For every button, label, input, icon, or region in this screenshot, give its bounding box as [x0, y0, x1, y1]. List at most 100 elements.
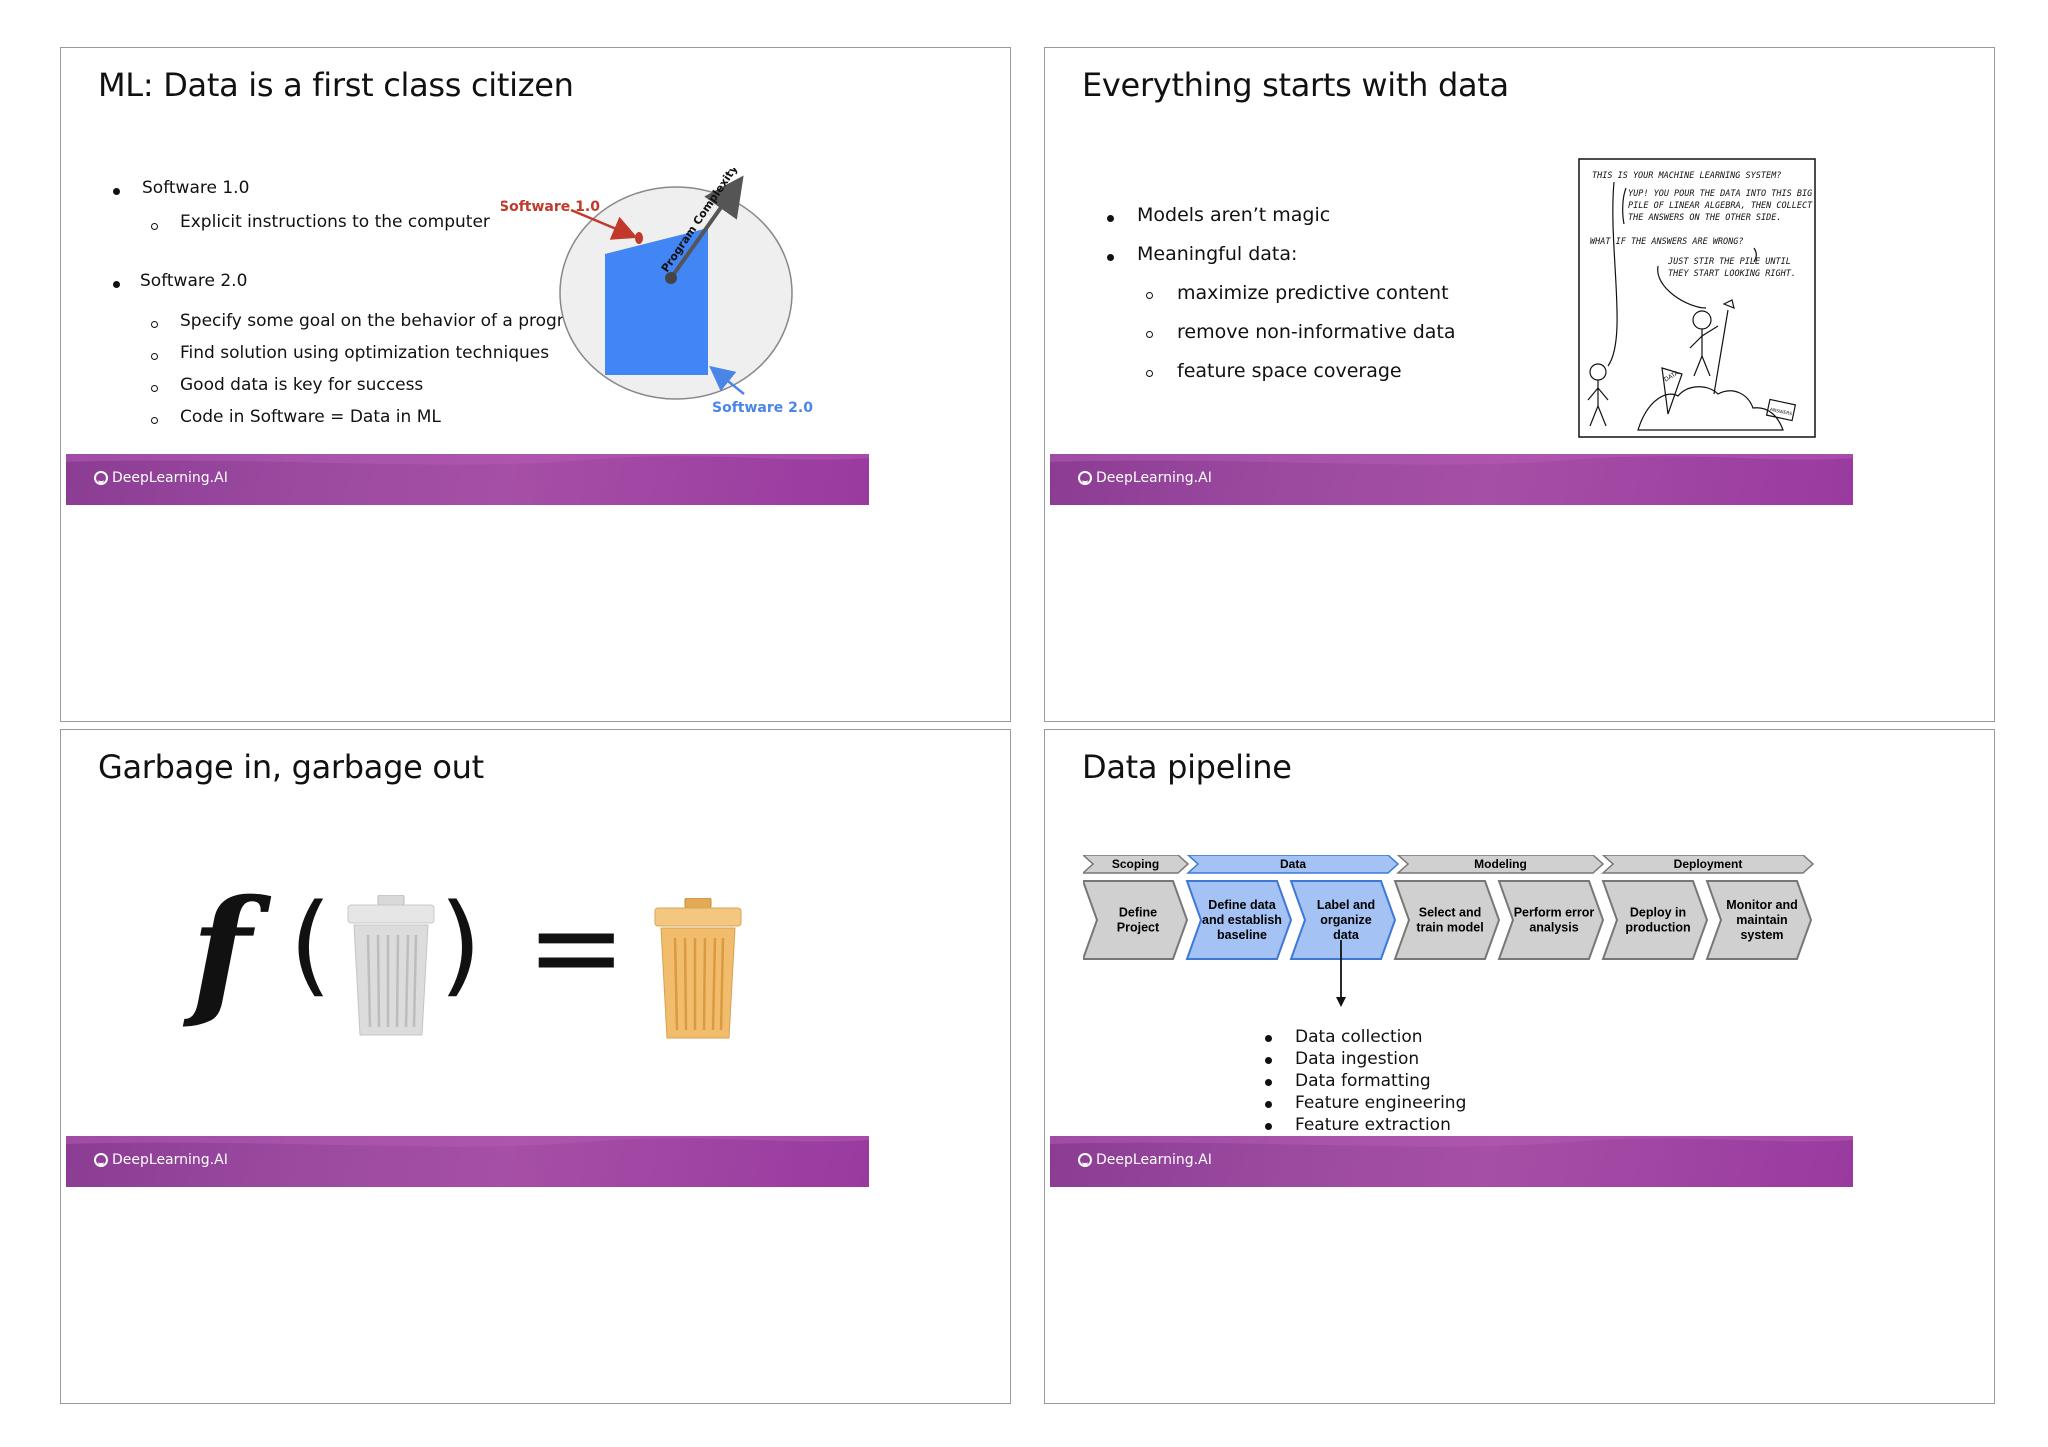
bullet-text: Feature extraction: [1295, 1115, 1451, 1135]
pipeline-step: [1601, 880, 1709, 960]
sub-bullet-circle: [1146, 292, 1153, 299]
software-diagram: Software 1.0 Software 2.0 Program Comple…: [501, 168, 813, 416]
pipeline-step-label: Project: [1117, 921, 1160, 935]
comic-line: JUST STIR THE PILE UNTIL: [1667, 257, 1791, 267]
bullet-dot: [1265, 1101, 1272, 1108]
software1-label: Software 1.0: [501, 199, 600, 215]
software1-point: [635, 232, 643, 244]
comic-line: WHAT IF THE ANSWERS ARE WRONG?: [1590, 237, 1744, 247]
comic-line: PILE OF LINEAR ALGEBRA, THEN COLLECT: [1628, 201, 1813, 211]
orange-trash-can-icon: [654, 898, 742, 1039]
phase-scoping: [1083, 855, 1190, 874]
sub-bullet-circle: [151, 353, 158, 360]
pipeline-step-label: Select and: [1419, 906, 1482, 920]
pipeline-step: [1185, 880, 1293, 960]
deeplearning-logo-icon: [94, 471, 108, 485]
phase-label: Scoping: [1112, 857, 1159, 871]
phase-modeling: [1396, 855, 1605, 874]
bullet-text: Data ingestion: [1295, 1049, 1420, 1069]
pipeline-step-label: and establish: [1202, 913, 1282, 927]
bullet-dot: [1265, 1123, 1272, 1130]
pipeline-step-label: system: [1740, 928, 1783, 942]
bullet-text: Data formatting: [1295, 1071, 1431, 1091]
footer-banner: DeepLearning.AI: [1050, 454, 1853, 505]
brand-name: DeepLearning.AI: [1096, 1152, 1212, 1168]
pipeline-step: [1083, 880, 1189, 960]
phase-label: Data: [1280, 857, 1306, 871]
sub-bullet-text: remove non-informative data: [1177, 321, 1456, 343]
pipeline-step: [1705, 880, 1813, 960]
slide-title: ML: Data is a first class citizen: [98, 66, 574, 104]
xkcd-ml-comic: THIS IS YOUR MACHINE LEARNING SYSTEM? YU…: [1578, 158, 1816, 438]
phase-deployment: [1601, 855, 1815, 874]
bullet-dot: [113, 188, 120, 195]
phase-data: [1186, 855, 1400, 874]
function-symbol: f: [191, 870, 252, 1034]
comic-line: THEY START LOOKING RIGHT.: [1668, 269, 1796, 279]
bullet-text: Models aren’t magic: [1137, 204, 1331, 226]
pipeline-step-label: Deploy in: [1630, 906, 1686, 920]
brand-name: DeepLearning.AI: [1096, 470, 1212, 486]
software2-point: [665, 272, 677, 284]
pipeline-step-label: baseline: [1217, 928, 1267, 942]
pipeline-step-label: analysis: [1529, 921, 1578, 935]
software2-arrow: [709, 365, 745, 395]
comic-sign-answers: ANSWERS: [1769, 407, 1792, 418]
slide-everything-starts-with-data: Everything starts with data Models aren’…: [1044, 47, 1995, 722]
sub-bullet-circle: [151, 321, 158, 328]
slide-title: Everything starts with data: [1082, 66, 1509, 104]
sub-bullet-circle: [1146, 370, 1153, 377]
pipeline-step-label: train model: [1416, 921, 1483, 935]
pipeline-step-label: Define: [1119, 906, 1157, 920]
open-parenthesis: (: [289, 880, 332, 1008]
slide-title: Garbage in, garbage out: [98, 748, 484, 786]
bullet-text: Software 1.0: [142, 178, 250, 198]
pipeline-step-label: Define data: [1208, 898, 1276, 912]
pipeline-step-label: production: [1625, 921, 1690, 935]
gray-trash-can-icon: [347, 895, 435, 1036]
complexity-arrow: [669, 175, 744, 280]
footer-banner: DeepLearning.AI: [66, 1136, 869, 1187]
sub-bullet-text: Specify some goal on the behavior of a p…: [180, 311, 591, 331]
sub-bullet-text: Code in Software = Data in ML: [180, 407, 441, 427]
brand-name: DeepLearning.AI: [112, 1152, 228, 1168]
slide-garbage-in-garbage-out: Garbage in, garbage out f ( ) =: [60, 729, 1011, 1404]
pipeline-step-label: Label and: [1317, 898, 1375, 912]
pipeline-step-label: Monitor and: [1726, 898, 1798, 912]
equals-sign: =: [526, 878, 627, 1017]
sub-bullet-text: Find solution using optimization techniq…: [180, 343, 550, 363]
comic-line: YUP! YOU POUR THE DATA INTO THIS BIG: [1628, 189, 1812, 199]
footer-banner: DeepLearning.AI: [1050, 1136, 1853, 1187]
sub-bullet-text: feature space coverage: [1177, 360, 1402, 382]
bullet-dot: [1265, 1079, 1272, 1086]
bullet-dot: [1107, 254, 1114, 261]
brand-name: DeepLearning.AI: [112, 470, 228, 486]
brand-logo: DeepLearning.AI: [1078, 470, 1212, 486]
bullet-text: Data collection: [1295, 1027, 1423, 1047]
sub-bullet-text: Good data is key for success: [180, 375, 424, 395]
pipeline-step-label: Perform error: [1514, 906, 1595, 920]
brand-logo: DeepLearning.AI: [94, 1152, 228, 1168]
footer-banner: DeepLearning.AI: [66, 454, 869, 505]
pipeline-step-label: maintain: [1736, 913, 1787, 927]
bullet-dot: [1265, 1057, 1272, 1064]
pipeline-step: [1393, 880, 1501, 960]
slide-ml-data-first-class: ML: Data is a first class citizen Softwa…: [60, 47, 1011, 722]
deeplearning-logo-icon: [1078, 471, 1092, 485]
pipeline-step-label: organize: [1320, 913, 1371, 927]
brand-logo: DeepLearning.AI: [94, 470, 228, 486]
software1-arrow: [570, 208, 638, 240]
comic-line: THIS IS YOUR MACHINE LEARNING SYSTEM?: [1592, 171, 1781, 181]
close-parenthesis: ): [439, 880, 482, 1008]
deeplearning-logo-icon: [94, 1153, 108, 1167]
bullet-text: Software 2.0: [140, 271, 248, 291]
bullet-text: Feature engineering: [1295, 1093, 1467, 1113]
pipeline-step: [1497, 880, 1605, 960]
sub-bullet-circle: [1146, 331, 1153, 338]
slide-title: Data pipeline: [1082, 748, 1292, 786]
bullet-dot: [1107, 215, 1114, 222]
brand-logo: DeepLearning.AI: [1078, 1152, 1212, 1168]
sub-bullet-text: maximize predictive content: [1177, 282, 1449, 304]
